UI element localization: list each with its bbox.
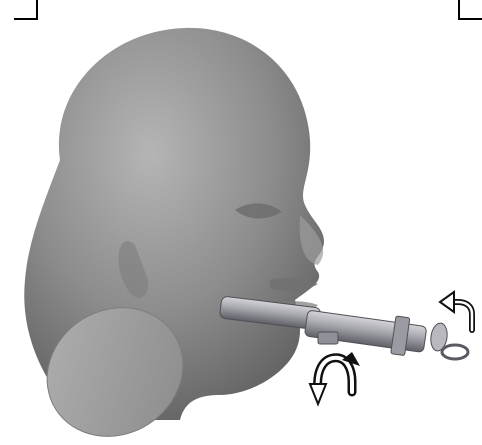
device-pull-ring xyxy=(442,345,468,359)
head-mannequin xyxy=(23,28,324,445)
rotate-down-arrow-icon xyxy=(310,352,360,404)
rotate-back-arrow-icon xyxy=(440,292,472,330)
device-slider-tab xyxy=(318,332,338,344)
